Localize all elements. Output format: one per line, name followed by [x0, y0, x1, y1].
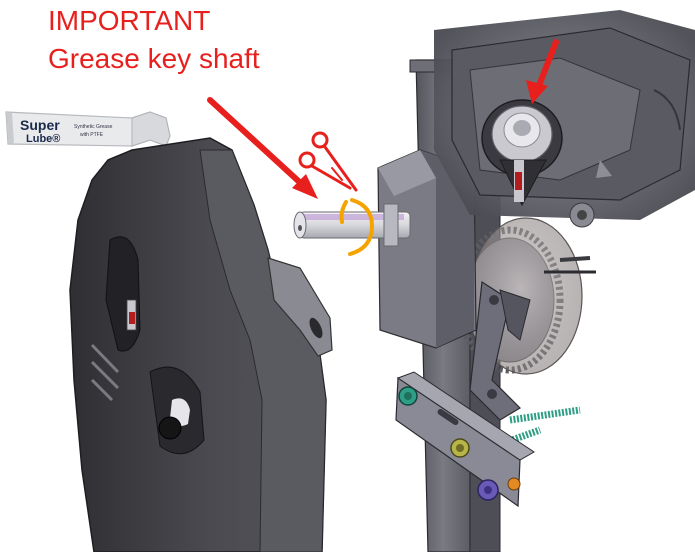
- mounting-bracket: [267, 257, 333, 357]
- gearbox-block: [377, 149, 477, 349]
- callout-instruction: Grease key shaft: [48, 43, 260, 74]
- red-arrow: [207, 97, 318, 199]
- inset-red-arrow: [526, 39, 559, 104]
- callout-title: IMPORTANT: [48, 5, 211, 36]
- tube-detail-line1: Synthetic Grease: [74, 124, 113, 130]
- key-shaft: [293, 203, 411, 247]
- tube-brand-line1: Super: [20, 117, 60, 133]
- detail-inset: [434, 10, 695, 228]
- lever-arm: [469, 280, 531, 421]
- tube-detail-line2: with PTFE: [80, 132, 104, 138]
- scissors-icon: [298, 131, 358, 192]
- tube-brand-line2: Lube®: [26, 133, 60, 145]
- motor-housing-cover: [69, 137, 327, 553]
- important-callout: IMPORTANT Grease key shaft: [48, 2, 260, 78]
- grease-tube: Super Lube® Synthetic Grease with PTFE: [5, 111, 171, 147]
- grease-highlight-ring: [339, 198, 375, 256]
- adjustment-plate: [395, 371, 535, 508]
